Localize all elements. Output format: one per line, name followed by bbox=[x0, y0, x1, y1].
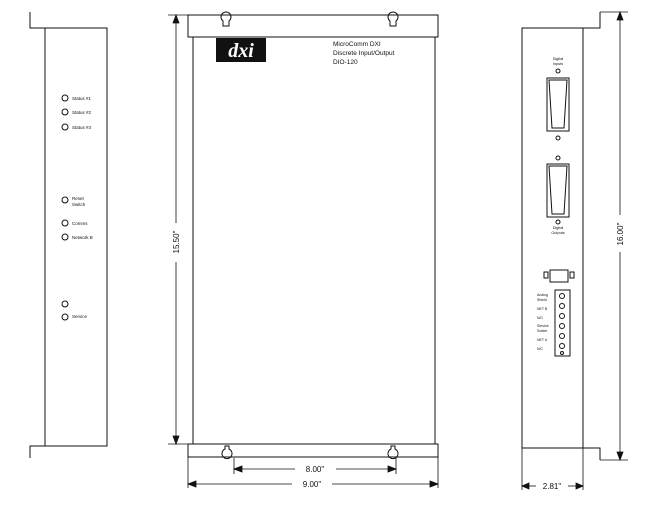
status3-led bbox=[61, 123, 69, 131]
comms-led bbox=[61, 219, 69, 227]
dimension-lines bbox=[168, 10, 628, 490]
inputs-screw-top bbox=[555, 68, 561, 74]
service-label: Service bbox=[72, 314, 88, 319]
terminal-2 bbox=[559, 303, 565, 309]
dimension-height-side: 16.00" bbox=[616, 222, 625, 245]
outputs-label-line1: Digital bbox=[553, 226, 564, 230]
service-connector bbox=[549, 269, 569, 283]
status1-label: Status #1 bbox=[72, 96, 92, 101]
keyhole-top-left bbox=[220, 11, 232, 27]
outputs-label-line2: Outputs bbox=[551, 231, 564, 235]
front-panel bbox=[187, 11, 439, 459]
terminal-5-label: NET A bbox=[537, 338, 548, 342]
comms-label: Comms bbox=[72, 221, 88, 226]
terminal-3 bbox=[559, 313, 565, 319]
dimension-height-front: 15.50" bbox=[172, 230, 181, 253]
product-description: Discrete Input/Output bbox=[333, 50, 395, 57]
status1-led bbox=[61, 94, 69, 102]
front-body bbox=[192, 36, 436, 445]
logo-background bbox=[216, 38, 266, 62]
inputs-label-line2: Inputs bbox=[553, 62, 563, 66]
inputs-shell bbox=[546, 77, 570, 132]
network-label: Network B bbox=[72, 235, 93, 240]
dimension-depth-side: 2.81" bbox=[543, 482, 562, 491]
terminal-block bbox=[554, 289, 571, 357]
terminal-5 bbox=[559, 333, 565, 339]
status2-led bbox=[61, 108, 69, 116]
terminal-2-label: NET B bbox=[537, 307, 548, 311]
product-model: DIO-120 bbox=[333, 59, 358, 66]
status3-label: Status #3 bbox=[72, 125, 92, 130]
keyhole-bottom-right bbox=[387, 445, 399, 459]
service-led bbox=[61, 313, 69, 321]
service-connector-lock-left bbox=[543, 271, 549, 279]
status2-label: Status #2 bbox=[72, 110, 92, 115]
outputs-shell bbox=[546, 163, 570, 218]
terminal-6 bbox=[559, 343, 565, 349]
reset-switch bbox=[61, 196, 69, 204]
reset-label-line1: Reset bbox=[72, 196, 85, 201]
terminal-6-label: N/C bbox=[537, 347, 544, 351]
outputs-screw-top bbox=[555, 155, 561, 161]
inputs-label-line1: Digital bbox=[553, 57, 564, 61]
product-name: MicroComm DXI bbox=[333, 41, 381, 48]
right-side-panel bbox=[521, 12, 601, 460]
terminal-4-label-b: Switch bbox=[537, 329, 547, 333]
terminal-7 bbox=[560, 351, 564, 355]
terminal-1 bbox=[559, 293, 565, 299]
outputs-screw-bottom bbox=[555, 219, 561, 225]
spare-led bbox=[61, 300, 69, 308]
terminal-3-label: N/C bbox=[537, 316, 544, 320]
terminal-1-label-a: Analog bbox=[537, 293, 548, 297]
digital-outputs-connector bbox=[548, 165, 568, 215]
keyhole-bottom-left bbox=[221, 445, 233, 459]
service-connector-lock-right bbox=[569, 271, 575, 279]
logo-text: dxi bbox=[228, 40, 254, 62]
dxi-logo: dxi bbox=[216, 38, 266, 62]
left-panel-body bbox=[44, 27, 108, 447]
dimension-hole-spacing: 8.00" bbox=[306, 465, 325, 474]
left-side-panel bbox=[29, 12, 108, 458]
bottom-flange bbox=[187, 443, 439, 458]
terminal-4-label-a: Service bbox=[537, 324, 549, 328]
inputs-screw-bottom bbox=[555, 135, 561, 141]
terminal-4 bbox=[559, 323, 565, 329]
reset-label-line2: Switch bbox=[72, 202, 86, 207]
dimension-width-total: 9.00" bbox=[303, 480, 322, 489]
digital-inputs-connector bbox=[548, 79, 568, 129]
right-panel-body bbox=[521, 27, 584, 449]
keyhole-top-right bbox=[387, 11, 399, 27]
network-led bbox=[61, 233, 69, 241]
terminal-1-label-b: Shield bbox=[537, 298, 547, 302]
